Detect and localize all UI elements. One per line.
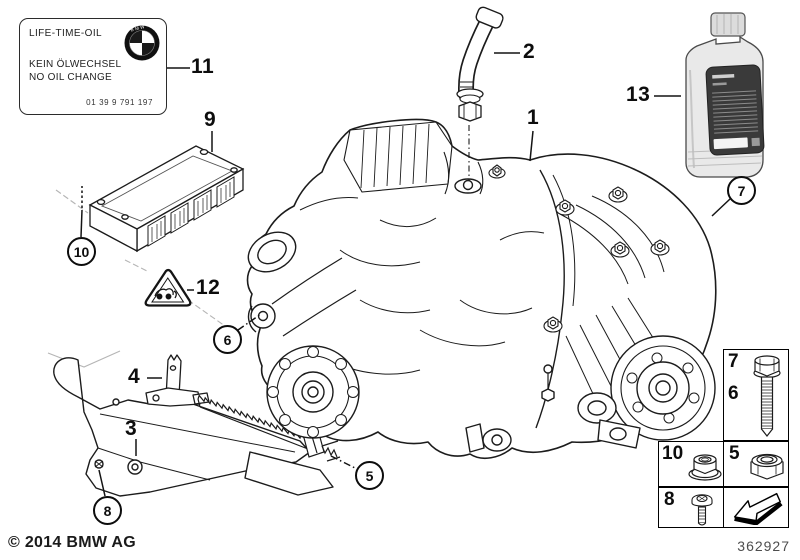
- oil-label-plate: LIFE-TIME-OIL KEIN ÖLWECHSEL NO OIL CHAN…: [19, 18, 167, 115]
- bracket-drawing: [145, 354, 210, 407]
- plate-part-number: 01 39 9 791 197: [86, 98, 153, 107]
- control-unit-drawing: [88, 145, 245, 253]
- bmw-logo-text: BMW: [130, 24, 146, 32]
- cover-bolts: [488, 164, 670, 333]
- callout-7-circle[interactable]: 7: [727, 176, 756, 205]
- legend-cell-lock-nut: 5: [723, 441, 789, 487]
- oil-bottle-drawing: [685, 12, 765, 178]
- legend-num-6[interactable]: 6: [728, 383, 739, 404]
- bmw-logo-icon: BMW: [124, 24, 160, 61]
- flange-nut-icon: [688, 454, 722, 481]
- legend-num-7[interactable]: 7: [728, 351, 739, 372]
- button-screw-icon: [691, 494, 713, 526]
- callout-2[interactable]: 2: [523, 40, 536, 63]
- callout-3[interactable]: 3: [125, 417, 138, 440]
- plate-line1: LIFE-TIME-OIL: [29, 28, 102, 39]
- callout-8-circle[interactable]: 8: [93, 496, 122, 525]
- callout-9[interactable]: 9: [204, 108, 217, 131]
- direction-arrow-icon: [733, 492, 783, 525]
- locating-lines: [47, 189, 226, 368]
- callout-4[interactable]: 4: [128, 365, 141, 388]
- copyright-text: © 2014 BMW AG: [8, 534, 137, 551]
- diagram-number-text: 362927: [737, 538, 790, 554]
- plate-line2: KEIN ÖLWECHSEL: [29, 59, 122, 70]
- callout-12[interactable]: 12: [196, 276, 221, 299]
- legend-cell-flange-nut: 10: [658, 441, 724, 487]
- callout-13[interactable]: 13: [626, 83, 651, 106]
- legend-cell-screw: 8: [658, 487, 724, 528]
- legend-num-8[interactable]: 8: [664, 489, 675, 510]
- hex-bolt-icon: [753, 355, 781, 437]
- differential-drawing: [246, 118, 717, 460]
- legend-num-10[interactable]: 10: [662, 443, 684, 464]
- legend-cell-direction: [723, 487, 789, 528]
- callout-1[interactable]: 1: [527, 106, 540, 129]
- callout-11[interactable]: 11: [191, 55, 215, 78]
- legend-cell-bolt: 7 6: [723, 349, 789, 441]
- callout-6-circle[interactable]: 6: [213, 325, 242, 354]
- filler-tube-drawing: [456, 6, 504, 180]
- callout-5-circle[interactable]: 5: [355, 461, 384, 490]
- leader-lines: [80, 52, 731, 497]
- lock-nut-icon: [750, 453, 784, 480]
- legend-num-5[interactable]: 5: [729, 443, 740, 464]
- warning-triangle-icon: [144, 268, 192, 307]
- plate-line3: NO OIL CHANGE: [29, 72, 112, 83]
- callout-10-circle[interactable]: 10: [67, 237, 96, 266]
- heat-shield-drawing: [53, 357, 334, 497]
